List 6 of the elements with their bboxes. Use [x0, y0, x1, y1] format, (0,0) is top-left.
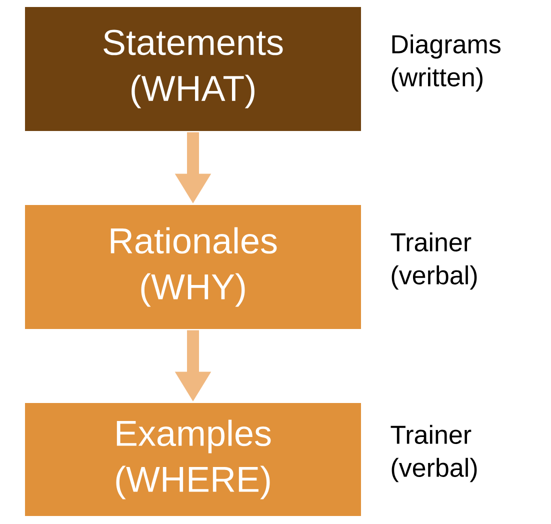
side-note: Trainer (verbal) — [390, 424, 477, 482]
process-box: Statements (WHAT) — [25, 7, 361, 131]
process-box: Rationales (WHY) — [25, 205, 361, 329]
process-box: Examples (WHERE) — [25, 403, 361, 516]
side-note: Diagrams (written) — [392, 34, 500, 92]
side-note: Trainer (verbal) — [390, 232, 477, 290]
